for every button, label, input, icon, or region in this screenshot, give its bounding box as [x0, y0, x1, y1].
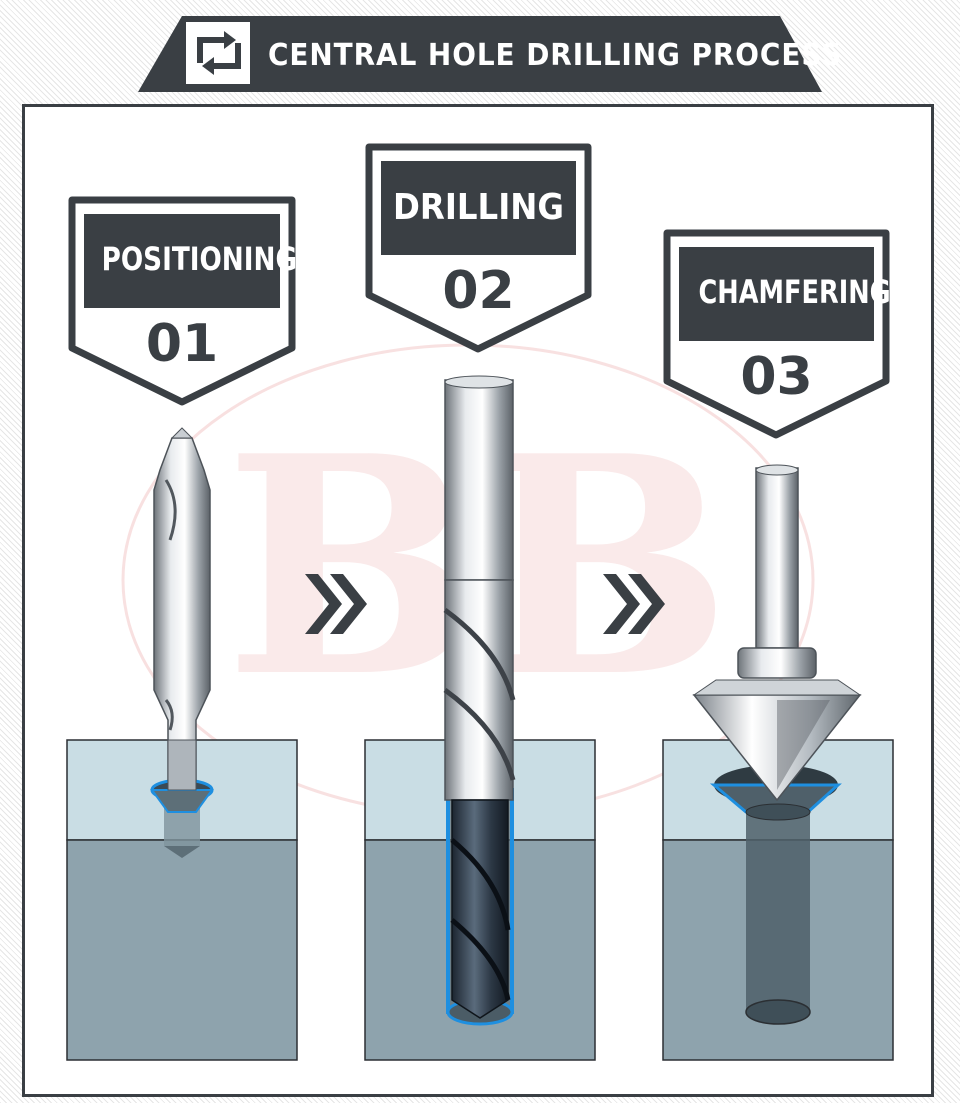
step-2-badge — [365, 143, 592, 353]
twist-drill — [443, 375, 516, 1026]
header-banner — [138, 16, 822, 92]
step-3-badge — [663, 229, 890, 439]
refresh-arrows-icon — [197, 31, 241, 75]
step-2-number: 02 — [442, 261, 515, 321]
step-1-number: 01 — [145, 314, 219, 374]
step-1-title: POSITIONING — [101, 240, 298, 278]
step-2-title: DRILLING — [393, 187, 564, 228]
center-drill — [150, 427, 214, 858]
step-3-title: CHAMFERING — [698, 273, 891, 311]
step-3-number: 03 — [740, 347, 813, 407]
step-1-badge — [68, 196, 296, 406]
chevron-right-double-icon — [305, 574, 367, 634]
page-title: CENTRAL HOLE DRILLING PROCESS — [268, 38, 843, 73]
chevron-right-double-icon — [603, 574, 665, 634]
countersink-bit — [692, 464, 862, 1025]
